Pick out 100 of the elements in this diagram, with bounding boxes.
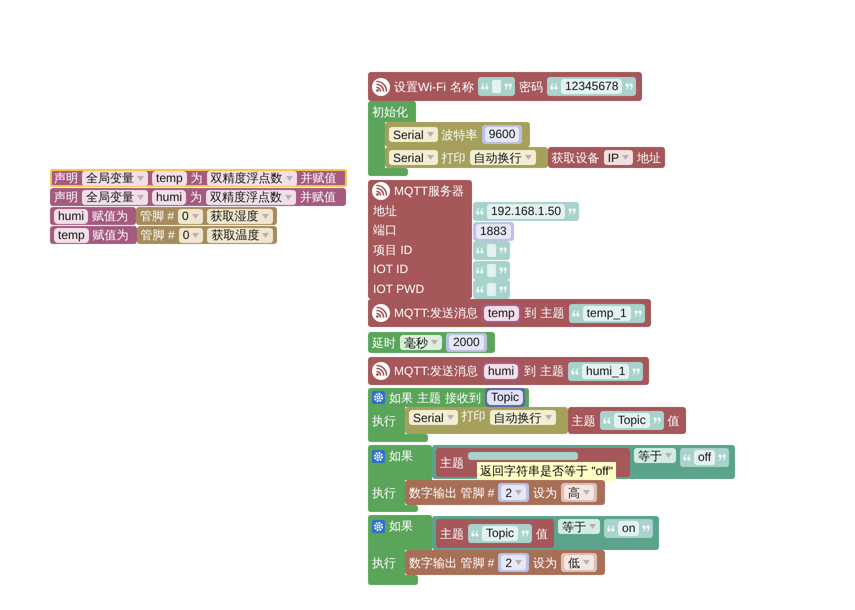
- text-field: humi_1: [582, 364, 630, 378]
- string-block: [600, 411, 664, 430]
- number-field: 1883: [476, 224, 511, 239]
- declaration-block: [50, 169, 347, 187]
- block-label: 管脚 #: [140, 229, 175, 241]
- block-label: 打印: [462, 410, 486, 422]
- block-label: 执行: [372, 486, 396, 498]
- block-label: 主题: [540, 365, 564, 377]
- dropdown: 获取湿度: [206, 208, 273, 224]
- block-label: 设为: [533, 486, 558, 498]
- block-label: 主题: [572, 414, 596, 426]
- string-block: [468, 452, 578, 460]
- declaration-block: [50, 188, 346, 206]
- block-label: 值: [536, 528, 548, 540]
- block-label: 管脚 #: [140, 210, 174, 222]
- block-label: 为: [190, 191, 202, 203]
- block-label: 值: [668, 414, 680, 426]
- digital-output-block: [405, 550, 606, 575]
- block-label: 获取设备: [552, 152, 600, 164]
- block-label: MQTT服务器: [394, 184, 464, 196]
- dropdown: Serial: [409, 410, 458, 425]
- serial-baud-block: [385, 122, 530, 147]
- block-label: 并赋值: [300, 191, 336, 203]
- wifi-block: [368, 72, 642, 101]
- assignment-block: [50, 226, 137, 244]
- dropdown: 获取温度: [207, 228, 274, 242]
- variable-field: humi: [152, 190, 186, 204]
- variable-field: humi: [484, 364, 518, 378]
- block-label: 名称: [450, 80, 474, 92]
- string-block: [604, 519, 654, 538]
- block-label: 初始化: [372, 106, 408, 118]
- string-block: [473, 280, 510, 299]
- compare-block: [432, 516, 660, 550]
- string-block: [473, 202, 580, 221]
- dropdown: 双精度浮点数: [206, 170, 297, 186]
- string-block: [473, 241, 510, 260]
- number-field: 9600: [484, 127, 520, 142]
- dropdown: Serial: [389, 127, 438, 142]
- dropdown: IP: [604, 150, 634, 165]
- block-label: 声明: [54, 191, 78, 203]
- block-label: 主题: [540, 307, 565, 319]
- block-label: 地址: [373, 204, 397, 217]
- block-label: 为: [190, 172, 203, 184]
- block-label: 赋值为: [92, 229, 129, 241]
- block-label: IOT PWD: [373, 282, 424, 295]
- block-label: 波特率: [442, 128, 478, 140]
- pin-block: [498, 553, 530, 572]
- block-label: 接收到: [445, 392, 481, 404]
- text-field: 12345678: [560, 79, 622, 94]
- string-block: [473, 261, 510, 280]
- block-label: IOT ID: [373, 263, 408, 276]
- block-label: 密码: [518, 80, 543, 92]
- string-block: [680, 448, 730, 467]
- block-label: 设置Wi-Fi: [394, 80, 446, 92]
- tooltip: 返回字符串是否等于 "off": [477, 462, 616, 481]
- block-label: 如果: [389, 520, 413, 532]
- variable-field: temp: [152, 170, 187, 186]
- mqtt-send-block: [368, 299, 651, 327]
- dropdown: 全局变量: [82, 190, 148, 204]
- digital-output-block: [405, 480, 606, 505]
- block-label: 设为: [533, 556, 558, 568]
- block-label: 执行: [372, 414, 396, 426]
- number-field: 2000: [449, 335, 484, 350]
- dropdown: 0: [178, 228, 204, 242]
- block-label: 声明: [54, 172, 78, 184]
- block-label: 项目 ID: [373, 244, 412, 256]
- dropdown: 自动换行: [470, 150, 536, 165]
- variable-field: Topic: [487, 390, 524, 405]
- block-label: 并赋值: [300, 172, 337, 184]
- string-block: [568, 362, 644, 380]
- variable-field: temp: [54, 228, 89, 242]
- block-label: 执行: [372, 556, 396, 568]
- block-label: 主题: [440, 456, 464, 468]
- level-block: [561, 553, 598, 572]
- dropdown: 0: [178, 208, 203, 224]
- string-block: [568, 304, 645, 322]
- variable-field: temp: [484, 306, 519, 320]
- dropdown: 等于: [558, 519, 600, 534]
- topic-value-block: [436, 519, 554, 548]
- block-label: 到: [524, 365, 536, 377]
- topic-value-block: [568, 407, 686, 434]
- string-block: [478, 77, 515, 96]
- get-ip-block: [548, 147, 666, 168]
- dropdown: 双精度浮点数: [206, 190, 296, 204]
- dropdown: Serial: [389, 150, 438, 165]
- number-block: [482, 125, 522, 144]
- text-field: off: [694, 450, 716, 465]
- string-block: [546, 77, 636, 96]
- block-label: 到: [524, 307, 537, 319]
- sensor-block: [136, 207, 277, 225]
- block-label: 数字输出 管脚 #: [409, 556, 494, 568]
- text-field: Topic: [482, 526, 518, 541]
- dropdown: 低: [564, 555, 594, 570]
- serial-print-block: [405, 407, 568, 434]
- block-label: 延时: [372, 336, 396, 348]
- dropdown: 自动换行: [490, 410, 556, 425]
- variable-field: humi: [54, 208, 88, 224]
- dropdown: 全局变量: [82, 170, 148, 186]
- block-label: 地址: [637, 152, 662, 164]
- number-block: [473, 222, 514, 241]
